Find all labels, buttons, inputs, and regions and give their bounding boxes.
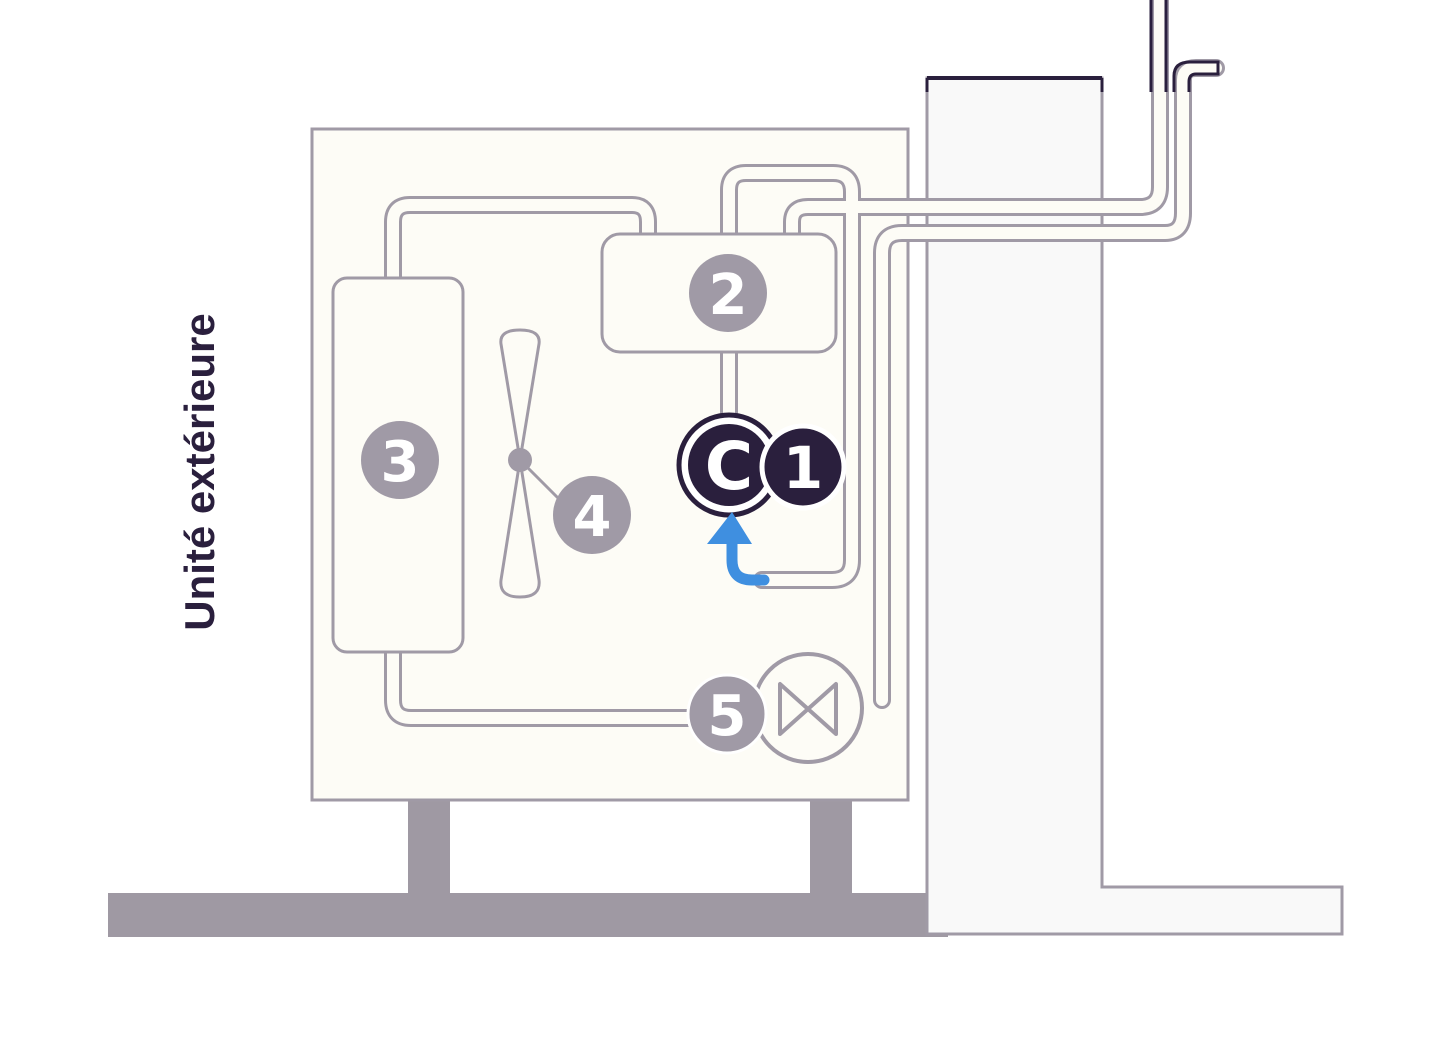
ground-slab: [108, 893, 948, 937]
compressor-label: C: [705, 428, 753, 505]
unit-leg-right: [810, 800, 852, 893]
pipe-exit-dark: [1149, 0, 1220, 92]
svg-text:3: 3: [381, 430, 420, 495]
svg-text:1: 1: [783, 434, 823, 502]
unit-leg-left: [408, 800, 450, 893]
compressor-symbol: C: [676, 412, 782, 518]
refrigerant-pipes: [384, 0, 1225, 727]
flow-arrow-icon: [707, 512, 770, 586]
marker-5: 5: [686, 673, 768, 755]
marker-3: 3: [361, 421, 439, 499]
marker-4: 4: [553, 476, 631, 554]
marker-1: 1: [759, 423, 847, 511]
svg-text:2: 2: [709, 263, 748, 328]
svg-text:5: 5: [708, 684, 747, 749]
unit-title: Unité extérieure: [176, 313, 223, 630]
svg-text:4: 4: [573, 485, 612, 550]
marker-2: 2: [689, 254, 767, 332]
fan-icon: [499, 328, 564, 599]
expansion-valve-icon: [752, 652, 864, 764]
